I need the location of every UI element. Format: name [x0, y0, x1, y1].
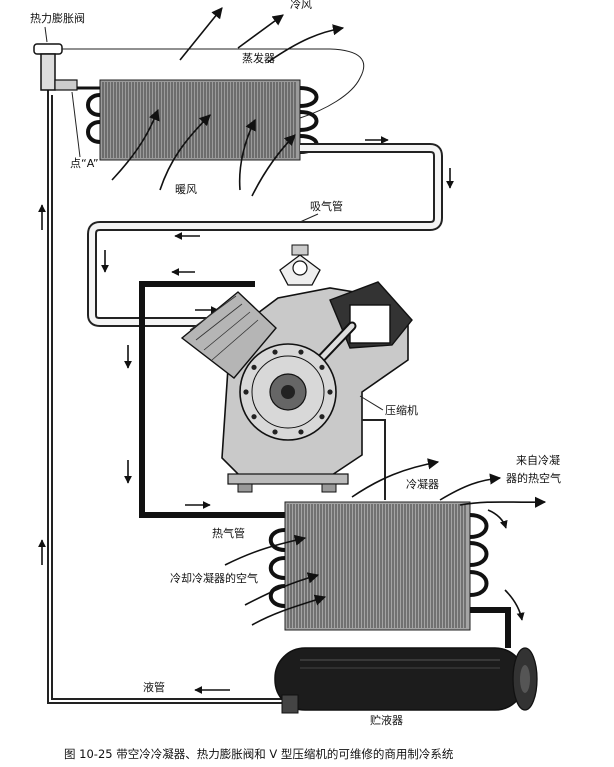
hot-air-text-line2: 器的热空气 [506, 471, 561, 485]
point-a-label: 点“A” [70, 91, 99, 170]
liquid-line-flow-arrows [38, 204, 230, 694]
expansion-valve-text: 热力膨胀阀 [30, 11, 85, 25]
compressor-bolt [319, 364, 325, 370]
warm-air-text: 暖风 [175, 183, 197, 196]
compressor-bolt [298, 429, 304, 435]
suction-line-flow-arrows [101, 136, 454, 314]
evaporator-coil [77, 79, 319, 161]
cooling-air-text: 冷却冷凝器的空气 [170, 571, 258, 585]
compressor-bolt [319, 414, 325, 420]
expansion-valve-label: 热力膨胀阀 [30, 11, 85, 43]
compressor-bolt [298, 349, 304, 355]
condenser-text: 冷凝器 [406, 477, 439, 491]
condenser-label: 冷凝器 [406, 477, 439, 491]
liquid-line-pipe [47, 90, 290, 704]
evaporator-text: 蒸发器 [242, 51, 275, 65]
compressor-bolt [243, 389, 249, 395]
compressor-bolt [251, 414, 257, 420]
condenser-coil [268, 501, 511, 648]
suction-line-pipe [87, 143, 443, 327]
receiver-label: 贮液器 [370, 713, 403, 727]
suction-line-label: 吸气管 [299, 199, 343, 223]
liquid-line-text: 液管 [143, 680, 165, 694]
suction-line-text: 吸气管 [310, 199, 343, 213]
cold-air-label: 冷风 [290, 0, 312, 11]
expansion-valve [33, 43, 365, 119]
compressor-bolt [272, 349, 278, 355]
hot-gas-line-label: 热气管 [212, 526, 245, 540]
receiver-text: 贮液器 [370, 713, 403, 727]
compressor-label: 压缩机 [359, 395, 418, 417]
warm-air-label: 暖风 [175, 183, 197, 196]
hot-gas-line-flow-arrows [124, 268, 211, 509]
hot-gas-line-pipe [139, 281, 290, 518]
figure-caption: 图 10-25 带空冷冷凝器、热力膨胀阀和 V 型压缩机的可维修的商用制冷系统 [64, 747, 454, 761]
compressor-bolt [251, 364, 257, 370]
compressor-bolt [272, 429, 278, 435]
compressor-bolt [327, 389, 333, 395]
liquid-line-label: 液管 [143, 680, 165, 694]
evaporator-air-arrows [111, 7, 345, 197]
condenser-air-arrows [224, 458, 547, 626]
hot-air-label: 来自冷凝 器的热空气 [506, 453, 561, 485]
evaporator-label: 蒸发器 [242, 51, 275, 65]
compressor-body [180, 244, 413, 500]
point-a-text: 点“A” [70, 157, 99, 170]
compressor-text: 压缩机 [385, 403, 418, 417]
receiver-tank [274, 647, 538, 714]
cold-air-text: 冷风 [290, 0, 312, 11]
hot-gas-line-text: 热气管 [212, 526, 245, 540]
cooling-air-label: 冷却冷凝器的空气 [170, 571, 258, 585]
hot-air-text-line1: 来自冷凝 [516, 453, 560, 467]
